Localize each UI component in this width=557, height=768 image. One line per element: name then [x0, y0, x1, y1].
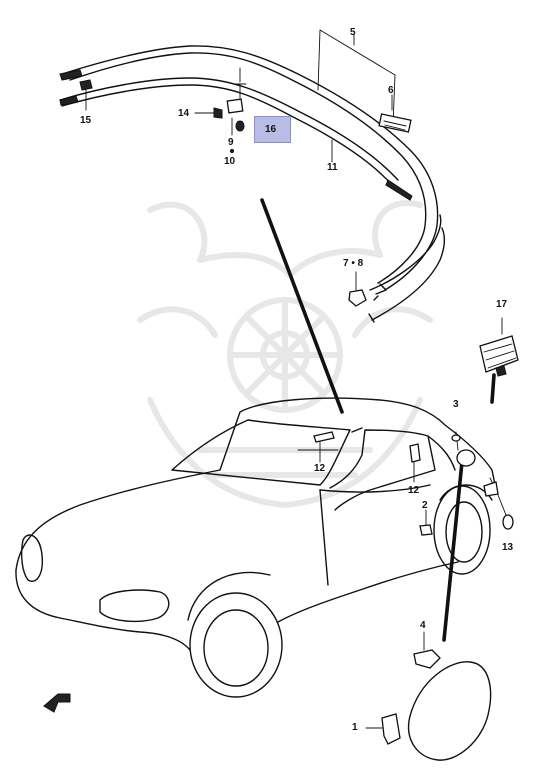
front-direction-arrow-icon	[43, 693, 71, 713]
part-6-emblem	[378, 94, 412, 133]
callout-9: 9	[228, 137, 234, 148]
callout-17: 17	[496, 299, 508, 310]
part-7-8-clip	[348, 271, 367, 307]
callout-11: 11	[327, 162, 338, 173]
callout-3: 3	[453, 399, 459, 410]
callout-13: 13	[502, 542, 514, 553]
part-5-leader	[317, 29, 396, 126]
hardware-clips	[79, 67, 333, 163]
callout-15: 15	[80, 115, 92, 126]
car-body-outline	[15, 397, 497, 698]
door-handles	[297, 431, 421, 483]
callout-4: 4	[420, 620, 426, 631]
callout-5: 5	[350, 27, 356, 38]
callout-6: 6	[388, 85, 394, 96]
callout-12-door: 12	[408, 485, 420, 496]
fuel-lid-assembly	[365, 631, 492, 761]
callout-7-8: 7 • 8	[343, 258, 364, 269]
callout-14: 14	[178, 108, 190, 119]
roof-moulding-assembly	[59, 45, 446, 323]
callout-10: 10	[224, 156, 236, 167]
callout-16: 16	[254, 116, 292, 143]
heavy-leaders	[260, 198, 496, 642]
small-parts-2-3-13	[419, 477, 514, 536]
callout-12-roof: 12	[314, 463, 326, 474]
callout-2: 2	[422, 500, 428, 511]
callout-1: 1	[352, 722, 358, 733]
part-17-mount	[479, 317, 519, 377]
